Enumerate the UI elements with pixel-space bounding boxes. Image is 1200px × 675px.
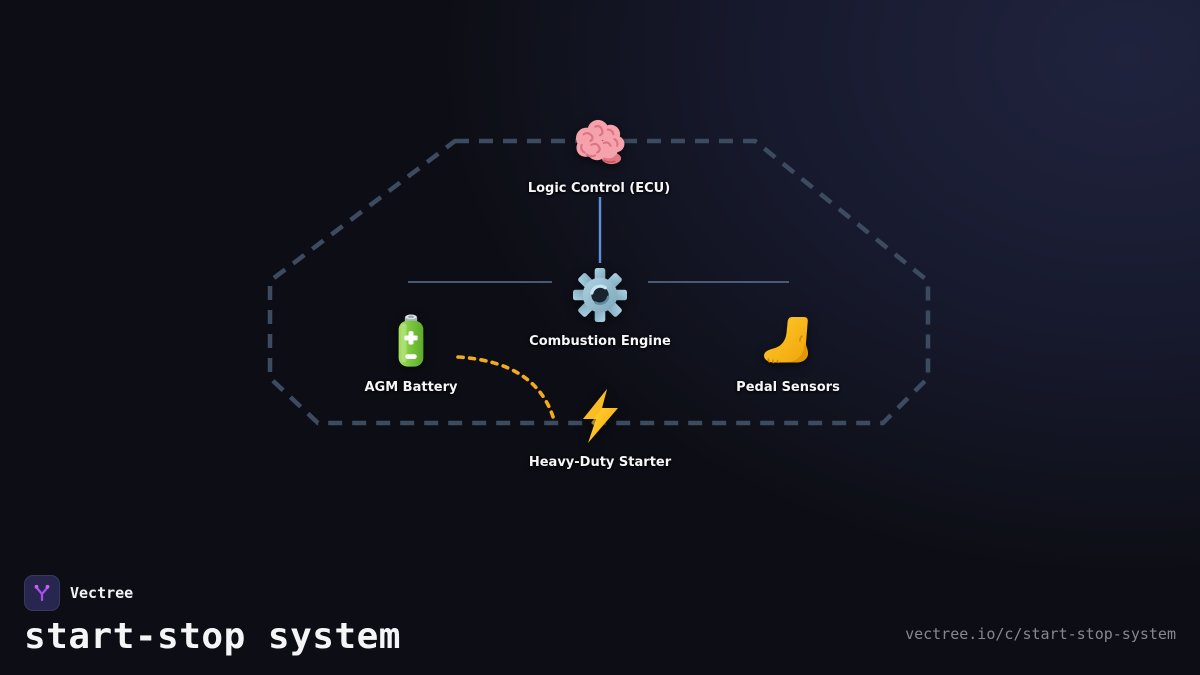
gear-icon [573, 268, 627, 322]
node-label: AGM Battery [364, 380, 458, 395]
vectree-logo-icon [24, 575, 60, 611]
node-label: Heavy-Duty Starter [528, 455, 672, 470]
battery-icon [396, 312, 426, 370]
node-label: Pedal Sensors [736, 380, 840, 395]
brain-icon [572, 118, 626, 166]
brand-name: Vectree [70, 584, 134, 602]
bolt-icon [577, 388, 623, 444]
share-url: vectree.io/c/start-stop-system [905, 625, 1176, 643]
node-label: Combustion Engine [529, 334, 671, 349]
foot-icon [761, 315, 815, 367]
node-label: Logic Control (ECU) [527, 181, 671, 196]
edge-battery-starter [456, 355, 556, 422]
car-silhouette-outline [267, 138, 931, 426]
brand: Vectree [24, 575, 133, 611]
page-title: start-stop system [24, 616, 401, 657]
